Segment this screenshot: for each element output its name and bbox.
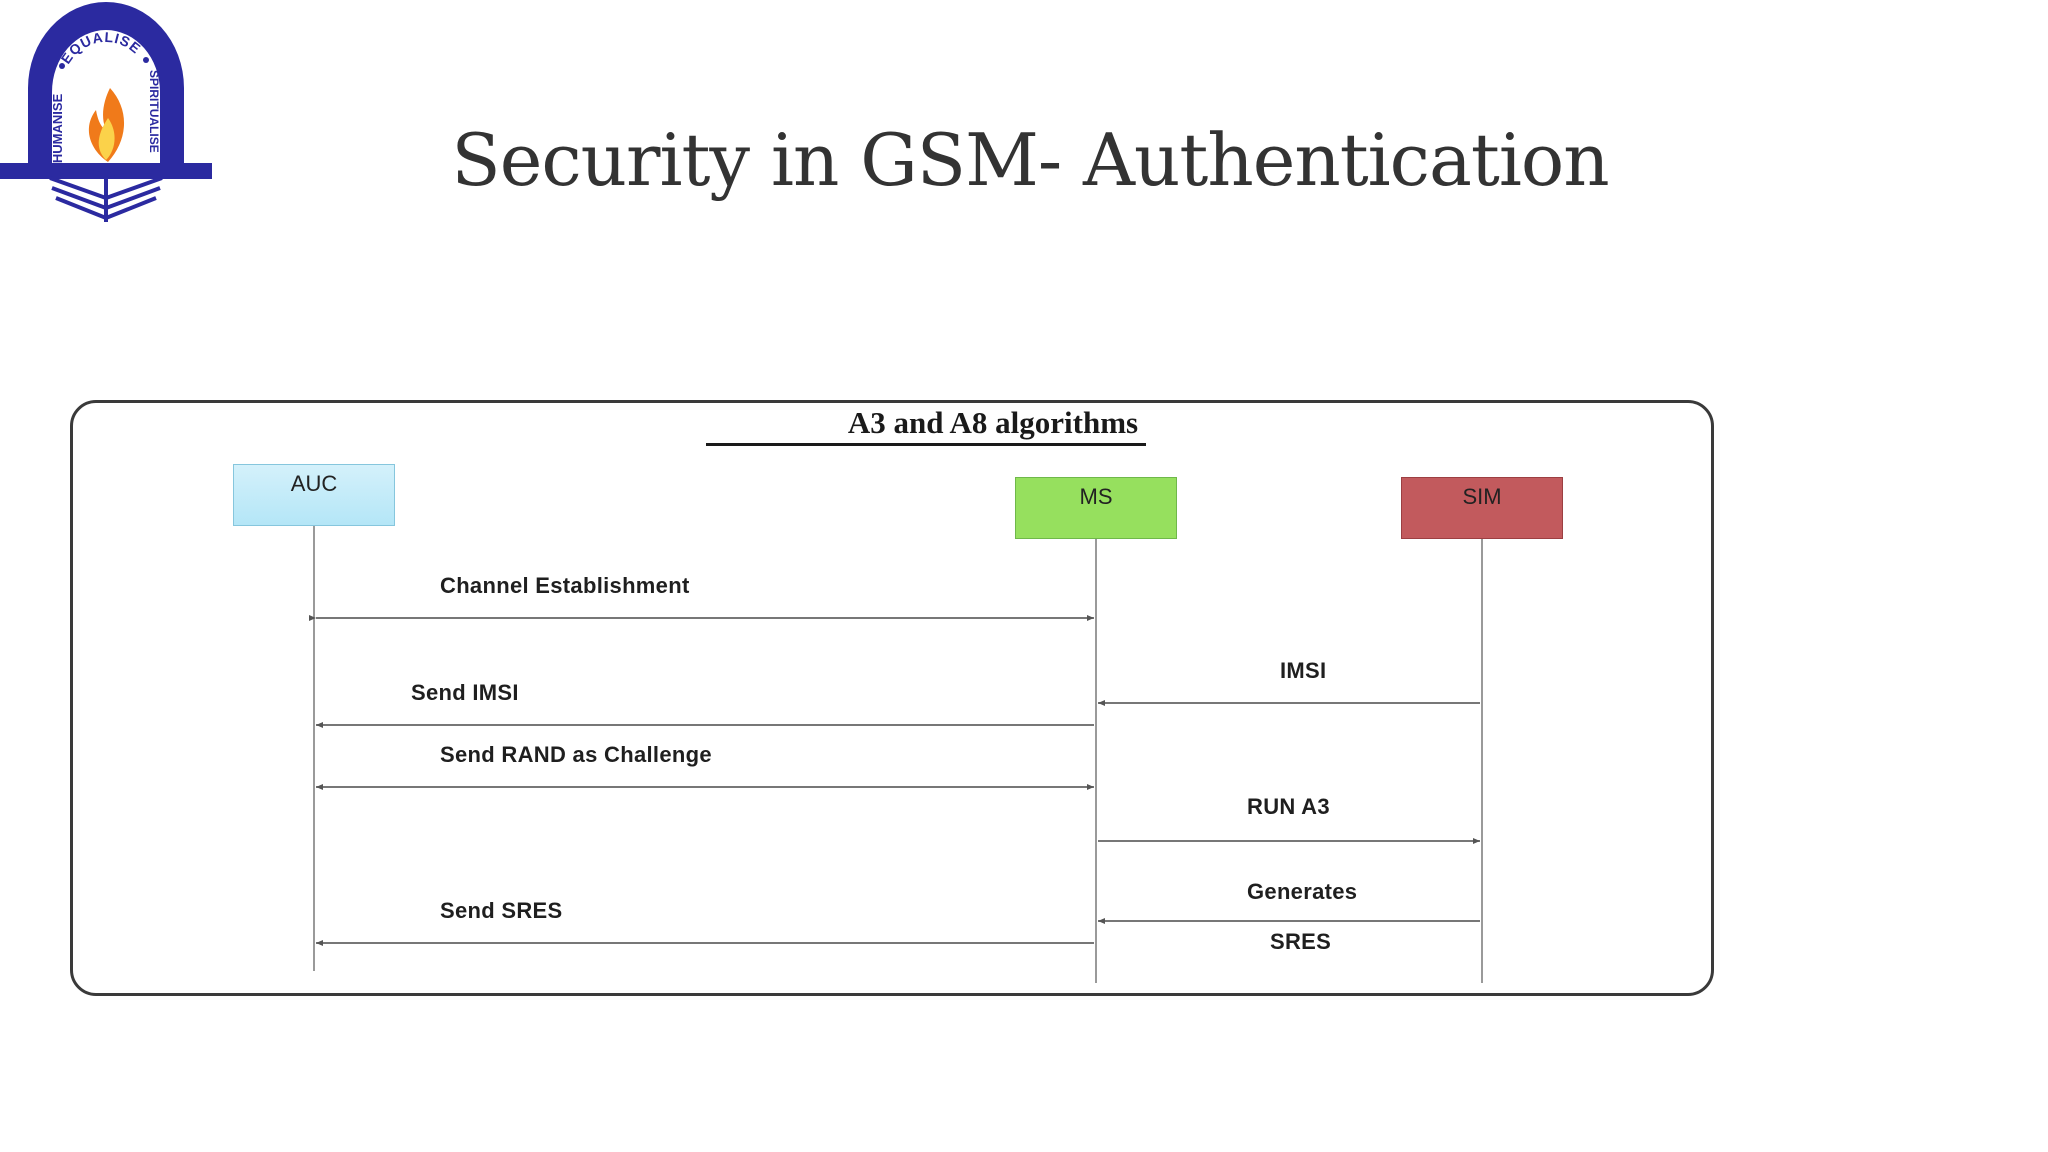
slide-title: Security in GSM- Authentication	[451, 118, 1609, 202]
message-send-rand: Send RAND as Challenge	[440, 742, 712, 767]
message-imsi: IMSI	[1280, 658, 1327, 683]
entity-ms: MS	[1015, 477, 1177, 539]
message-send-sres: Send SRES	[440, 898, 563, 923]
message-channel-establishment: Channel Establishment	[440, 573, 690, 598]
college-logo: EQUALISE HUMANISE SPIRITUALISE	[0, 2, 212, 222]
message-sres: SRES	[1270, 929, 1332, 954]
flame-icon	[88, 88, 125, 162]
logo-motto-left: HUMANISE	[50, 93, 65, 163]
sequence-diagram: A3 and A8 algorithms AUC MS SIM Channel …	[70, 400, 1714, 996]
entity-auc: AUC	[233, 464, 395, 526]
message-generates: Generates	[1247, 879, 1358, 904]
book-icon	[49, 168, 163, 222]
sequence-diagram-lines	[309, 526, 1483, 983]
diagram-title-underline	[706, 443, 1146, 446]
diagram-title: A3 and A8 algorithms	[847, 405, 1139, 440]
svg-text:HUMANISE: HUMANISE	[50, 93, 65, 163]
entity-sim: SIM	[1401, 477, 1563, 539]
logo-motto-right: SPIRITUALISE	[147, 70, 161, 153]
svg-text:SPIRITUALISE: SPIRITUALISE	[147, 70, 161, 153]
message-send-imsi: Send IMSI	[411, 680, 519, 705]
message-run-a3: RUN A3	[1247, 794, 1330, 819]
